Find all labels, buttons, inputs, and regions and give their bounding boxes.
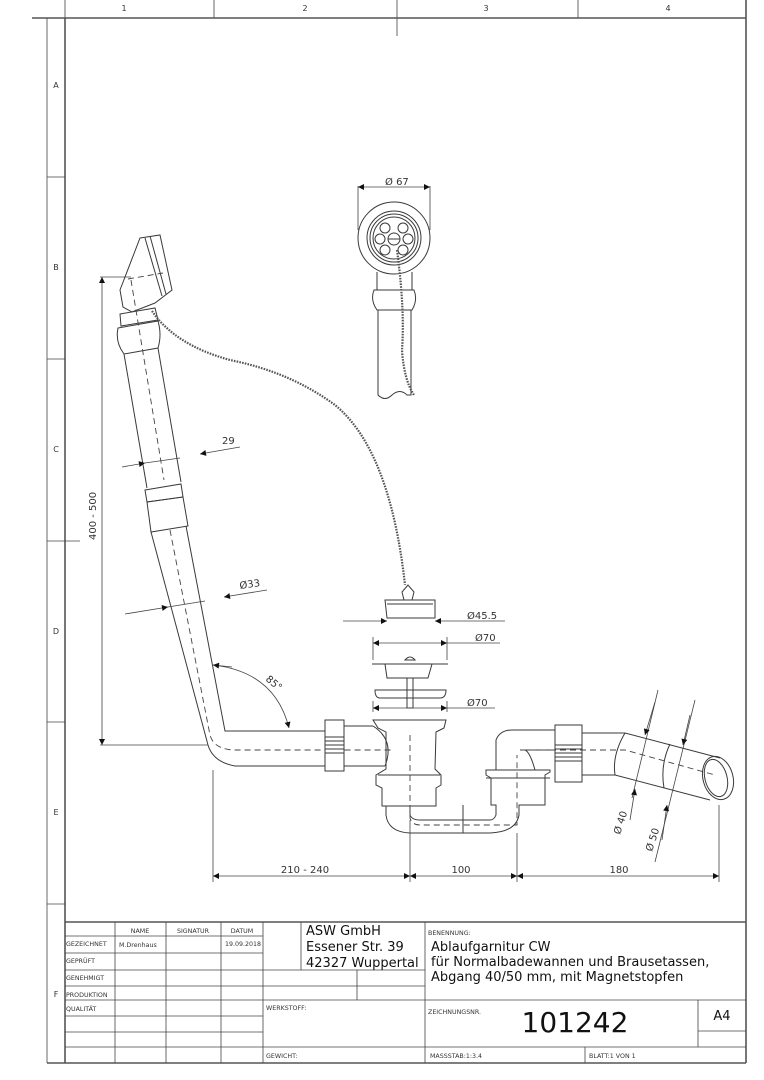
column-label-2: 2 (302, 4, 307, 13)
header-name: NAME (131, 928, 149, 935)
benennung-label: BENENNUNG: (428, 930, 471, 937)
trap-assembly (324, 719, 735, 834)
title-line-2: für Normalbadewannen und Brausetassen, (431, 955, 709, 970)
dim-overflow-pipe-diameter: Ø33 (239, 577, 261, 592)
scale: MASSSTAB:1:3.4 (430, 1053, 482, 1060)
row-label-a: A (53, 81, 59, 90)
werkstoff-label: WERKSTOFF: (266, 1005, 306, 1012)
dim-plate-upper-diameter: Ø70 (475, 632, 496, 644)
dim-overflow-height: 400 - 500 (88, 492, 99, 540)
dim-overflow-width: 29 (222, 436, 235, 447)
column-label-4: 4 (665, 4, 670, 13)
drawing-number-label: ZEICHNUNGSNR. (428, 1009, 481, 1016)
gewicht-label: GEWICHT: (266, 1053, 297, 1060)
row-label-genehmigt: GENEHMIGT (66, 975, 104, 982)
header-date: DATUM (231, 928, 253, 935)
dim-stopper-diameter: Ø45.5 (467, 610, 497, 622)
row-label-c: C (53, 445, 59, 454)
row-label-gezeichnet: GEZEICHNET (66, 941, 107, 948)
horizontal-dimensions: 210 - 240 100 180 (212, 770, 720, 882)
row-label-f: F (54, 990, 59, 999)
drain-top-detail: Ø 67 (357, 176, 431, 399)
dim-horizontal-left: 210 - 240 (281, 865, 329, 876)
dim-angle: 85° (263, 674, 284, 694)
paper-format: A4 (713, 1009, 730, 1024)
drawn-date: 19.09.2018 (225, 941, 261, 948)
outlet-dimensions: Ø 40 Ø 50 (611, 689, 696, 863)
row-label-b: B (53, 263, 59, 272)
stopper-assembly: Ø45.5 Ø70 Ø70 (343, 584, 505, 712)
row-labels: A B C D E F (53, 81, 59, 999)
dim-outlet-inner-diameter: Ø 40 (611, 810, 630, 836)
dim-plate-lower-diameter: Ø70 (467, 697, 488, 709)
overflow-assembly (116, 234, 407, 767)
company-name: ASW GmbH (306, 924, 381, 939)
company-city: 42327 Wuppertal (306, 956, 419, 971)
row-label-geprueft: GEPRÜFT (66, 956, 95, 965)
row-label-qualitaet: QUALITÄT (66, 1004, 96, 1013)
title-line-3: Abgang 40/50 mm, mit Magnetstopfen (431, 970, 683, 985)
drawing-frame (32, 0, 747, 1064)
overflow-dimensions: 400 - 500 29 Ø33 85° (88, 276, 291, 746)
dim-horizontal-right: 180 (609, 865, 628, 876)
dim-drain-top-diameter: Ø 67 (385, 176, 409, 188)
header-signature: SIGNATUR (177, 928, 210, 935)
drawn-by-name: M.Drenhaus (119, 942, 157, 949)
column-label-3: 3 (483, 4, 488, 13)
column-labels: 1 2 3 4 (121, 4, 670, 13)
title-block: NAME SIGNATUR DATUM GEZEICHNET M.Drenhau… (65, 921, 746, 1063)
row-label-d: D (53, 627, 59, 636)
row-label-e: E (53, 808, 58, 817)
title-line-1: Ablaufgarnitur CW (431, 940, 551, 955)
dim-outlet-outer-diameter: Ø 50 (643, 827, 662, 853)
company-street: Essener Str. 39 (306, 940, 404, 955)
dim-horizontal-mid: 100 (451, 865, 470, 876)
row-label-produktion: PRODUKTION (66, 992, 108, 999)
column-label-1: 1 (121, 4, 126, 13)
sheet-number: BLATT:1 VON 1 (589, 1053, 636, 1060)
drawing-number: 101242 (522, 1006, 629, 1039)
